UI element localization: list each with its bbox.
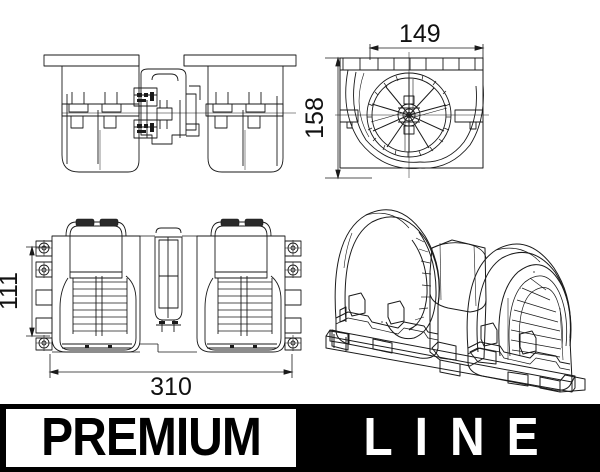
line-label: LINE [363, 407, 561, 468]
isometric-3d-view [325, 209, 586, 393]
side-elevation-view [43, 54, 297, 173]
premium-box-inner: PREMIUM [6, 409, 296, 467]
line-box: LINE [300, 404, 600, 472]
dimension-label-158: 158 [301, 97, 329, 139]
dimension-label-149: 149 [399, 20, 441, 48]
mounting-grommet [285, 240, 301, 351]
premium-line-banner: PREMIUM LINE [0, 404, 600, 472]
dimension-label-310: 310 [150, 373, 192, 401]
mounting-grommet [36, 240, 52, 351]
dimension-111 [26, 245, 50, 338]
premium-box: PREMIUM [0, 404, 300, 472]
premium-label: PREMIUM [41, 407, 262, 468]
engineering-drawing-svg: 149 158 [0, 20, 586, 401]
dimension-158 [325, 56, 372, 180]
dimension-label-111: 111 [0, 272, 23, 310]
dimension-149 [368, 44, 485, 60]
drawing-area: 149 158 [0, 20, 586, 401]
plan-top-view [35, 218, 302, 353]
dimension-310 [48, 354, 294, 378]
front-elevation-view [335, 52, 489, 178]
